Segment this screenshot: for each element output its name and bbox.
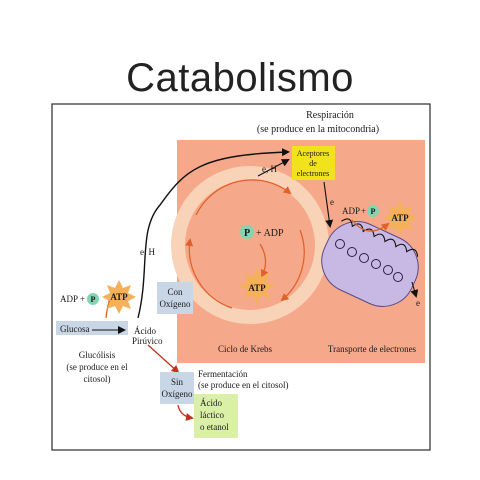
with-oxygen-line2: Oxígeno — [160, 299, 191, 309]
electron-down-label: e — [330, 197, 334, 207]
pyruvate-line2: Pirúvico — [132, 336, 163, 346]
without-oxygen-line2: Oxígeno — [162, 389, 193, 399]
lactic-line1: Ácido — [200, 398, 222, 408]
without-oxygen-line1: Sin — [171, 377, 184, 387]
eh-glycolysis-label: e, H — [140, 247, 155, 257]
adp-left-plus: + — [80, 294, 85, 304]
electron-loop-path — [341, 218, 419, 257]
transport-label: Transporte de electrones — [328, 344, 417, 354]
phosphate-icon — [240, 225, 254, 239]
glycolysis-bar — [56, 321, 128, 335]
atp-transport-label: ATP — [391, 213, 409, 223]
plus-adp-label: + ADP — [256, 228, 284, 239]
adp-left-label: ADP — [60, 294, 78, 304]
page-title: Catabolismo — [126, 56, 354, 100]
atp-transport-burst — [383, 201, 417, 235]
transport-chain — [335, 239, 403, 282]
respiration-location: (se produce en la mitocondria) — [257, 124, 379, 135]
phosphate-left-label: P — [91, 295, 96, 304]
phosphate-right-icon — [367, 205, 379, 217]
electron-acceptors-box — [292, 146, 335, 180]
pyruvate-line1: Ácido — [134, 326, 156, 336]
to-lactic-acid-arrow — [177, 404, 194, 421]
krebs-arrow-right — [280, 229, 305, 302]
krebs-to-acceptors-arrow — [257, 159, 290, 177]
adp-right-plus: + — [361, 206, 366, 216]
transport-membrane — [321, 221, 419, 307]
atp-burst-icon — [239, 268, 275, 304]
electron-exit-arrow — [410, 281, 419, 298]
glycolysis-line1: Glucólisis — [79, 350, 116, 360]
fermentation-location: (se produce en el citosol) — [198, 380, 288, 390]
lactic-line3: o etanol — [200, 422, 229, 432]
phosphate-right-label: P — [371, 207, 376, 216]
atp-transport-arrow — [351, 219, 390, 232]
without-oxygen-box — [160, 372, 194, 404]
acceptors-line3: electrones — [297, 169, 329, 178]
lactic-acid-box — [194, 394, 238, 438]
phosphate-left-icon — [87, 293, 99, 305]
atp-krebs-label: ATP — [248, 283, 266, 293]
phosphate-label: P — [244, 228, 250, 239]
with-oxygen-line1: Con — [167, 287, 183, 297]
acceptors-line2: de — [309, 159, 317, 168]
glucose-label: Glucosa — [60, 324, 90, 334]
atp-formation-arrow — [259, 243, 269, 278]
fermentation-label: Fermentación — [198, 369, 248, 379]
glycolysis-line2: (se produce en el — [66, 362, 128, 372]
acceptors-line1: Aceptores — [297, 149, 329, 158]
adp-right-label: ADP — [342, 206, 360, 216]
lactic-line2: láctico — [200, 410, 224, 420]
pyruvate-to-acceptors-arrow — [137, 148, 290, 319]
respiration-label: Respiración — [306, 110, 354, 121]
with-oxygen-box — [157, 282, 193, 314]
krebs-ring — [171, 166, 329, 324]
pyruvate-to-fermentation-arrow — [147, 344, 180, 374]
eh-krebs-label: e, H — [262, 164, 277, 174]
krebs-label: Ciclo de Krebs — [218, 344, 272, 354]
glycolysis-line3: citosol) — [84, 374, 111, 384]
atp-glycolysis-label: ATP — [110, 292, 128, 302]
acceptors-to-transport-arrow — [323, 181, 334, 228]
krebs-arrow-left — [185, 238, 233, 309]
krebs-arrow-top — [195, 179, 292, 216]
atp-glycolysis-burst — [102, 280, 136, 314]
electron-out-label: e — [416, 298, 420, 308]
